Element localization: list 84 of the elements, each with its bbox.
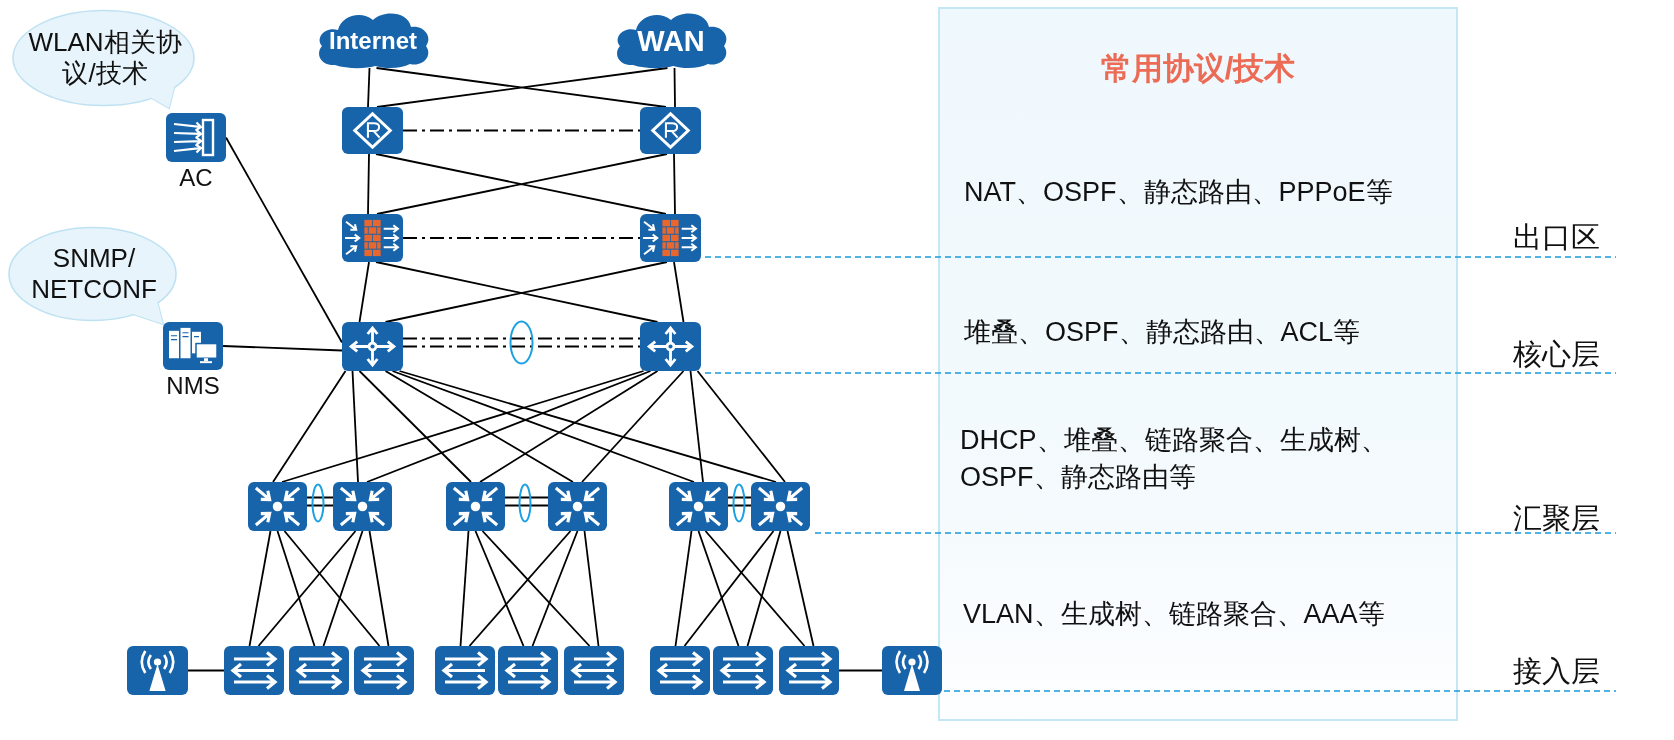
protocol-text: VLAN、生成树、链路聚合、AAA等: [963, 598, 1385, 631]
access-switch-icon: [354, 646, 414, 695]
link-line: [222, 345, 343, 352]
dash-dot-line: [402, 237, 641, 239]
link-line: [696, 370, 786, 483]
link-line: [531, 530, 579, 647]
access-point-icon: [127, 646, 188, 695]
access-switch-icon: [713, 646, 773, 695]
link-line: [366, 370, 652, 483]
router-icon: [640, 107, 701, 154]
link-line: [673, 153, 676, 215]
double-line: [306, 496, 334, 507]
zone-label: 汇聚层: [1513, 501, 1600, 536]
double-dash-dot-line: [402, 337, 641, 348]
link-line: [281, 370, 645, 483]
link-line: [283, 530, 381, 647]
crossed-lines: [375, 153, 668, 215]
access-switch-icon: [289, 646, 349, 695]
core-switch-icon: [342, 322, 403, 371]
link-line: [683, 530, 775, 647]
access-switch-icon: [650, 646, 710, 695]
link-line: [697, 530, 740, 647]
zone-label: 接入层: [1513, 654, 1600, 689]
crossed-lines: [375, 67, 669, 108]
link-line: [459, 530, 470, 647]
firewall-icon: [640, 214, 701, 262]
link-line: [398, 370, 777, 483]
link-line: [351, 370, 359, 483]
link-line: [367, 67, 371, 108]
link-line: [187, 669, 225, 672]
aggregation-switch-icon: [248, 482, 307, 531]
link-line: [746, 530, 782, 647]
protocol-text: DHCP、堆叠、链路聚合、生成树、OSPF、静态路由等: [960, 424, 1389, 494]
access-switch-icon: [498, 646, 558, 695]
link-line: [838, 669, 883, 672]
link-line: [689, 370, 704, 483]
aggregation-switch-icon: [669, 482, 728, 531]
link-line: [384, 370, 574, 483]
link-line: [368, 530, 390, 647]
link-line: [479, 370, 659, 483]
link-line: [358, 261, 370, 323]
link-line: [581, 370, 685, 483]
zone-label: 核心层: [1513, 337, 1600, 372]
link-line: [583, 530, 600, 647]
link-line: [674, 530, 693, 647]
link-line: [276, 530, 316, 647]
protocol-text: NAT、OSPF、静态路由、PPPoE等: [964, 176, 1393, 209]
link-line: [786, 530, 815, 647]
aggregation-switch-icon: [548, 482, 607, 531]
protocol-text: 堆叠、OSPF、静态路由、ACL等: [964, 316, 1361, 349]
access-switch-icon: [779, 646, 839, 695]
core-switch-icon: [640, 322, 701, 371]
link-line: [468, 530, 572, 647]
double-line: [504, 496, 549, 507]
link-line: [673, 261, 685, 323]
link-line: [257, 530, 357, 647]
firewall-icon: [342, 214, 403, 262]
link-line: [704, 530, 806, 647]
link-line: [474, 530, 525, 647]
link-line: [248, 530, 272, 647]
aggregation-switch-icon: [333, 482, 392, 531]
zone-label: 出口区: [1513, 220, 1600, 255]
access-switch-icon: [224, 646, 284, 695]
access-switch-icon: [435, 646, 495, 695]
double-line: [727, 496, 752, 507]
aggregation-switch-icon: [751, 482, 810, 531]
router-icon: [342, 107, 403, 154]
link-line: [225, 136, 343, 344]
link-line: [358, 370, 472, 483]
link-line: [367, 153, 370, 215]
access-switch-icon: [564, 646, 624, 695]
info-panel: [938, 7, 1458, 721]
aggregation-switch-icon: [446, 482, 505, 531]
panel-title: 常用协议/技术: [1100, 50, 1296, 88]
dash-dot-line: [402, 129, 641, 132]
link-line: [322, 530, 364, 647]
access-point-icon: [882, 646, 942, 695]
crossed-lines: [375, 261, 668, 323]
link-line: [272, 370, 347, 483]
link-line: [673, 67, 676, 108]
device-label: AC: [179, 163, 213, 193]
link-line: [391, 370, 695, 483]
device-label: NMS: [166, 371, 220, 401]
link-line: [481, 530, 591, 647]
